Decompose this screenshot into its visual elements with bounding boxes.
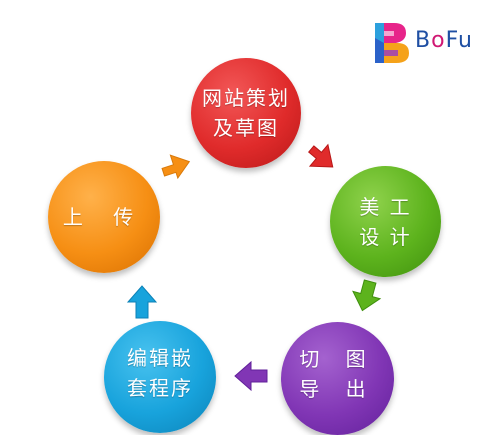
node-coding: 编辑嵌 套程序 xyxy=(104,321,216,433)
node-design: 美 工 设 计 xyxy=(330,166,441,277)
node-slicing: 切 图 导 出 xyxy=(281,322,394,435)
node-planning-line1: 网站策划 xyxy=(202,86,290,110)
node-upload-line1: 上 传 xyxy=(62,205,146,229)
arrow-to-design-icon xyxy=(307,143,334,168)
node-design-line1: 美 工 xyxy=(359,194,412,219)
arrow-to-slicing-icon xyxy=(352,279,382,312)
arrow-to-planning-icon xyxy=(161,154,191,180)
node-planning-line2: 及草图 xyxy=(213,116,279,140)
node-slicing-line2: 导 出 xyxy=(299,377,376,401)
node-coding-line2: 套程序 xyxy=(127,376,193,400)
arrow-to-coding-icon xyxy=(234,360,268,392)
node-planning: 网站策划 及草图 xyxy=(191,58,301,168)
bofu-logo-text: BoFu xyxy=(415,28,473,53)
bofu-logo: BoFu xyxy=(372,20,490,66)
arrow-to-upload-icon xyxy=(126,285,158,319)
flow-diagram: BoFu 网站策划 及草图 美 工 设 计 切 图 导 出 编辑嵌 套程序 上 … xyxy=(48,20,490,435)
node-design-line2: 设 计 xyxy=(359,224,412,249)
bofu-logo-icon xyxy=(375,23,409,63)
node-slicing-line1: 切 图 xyxy=(299,347,376,371)
node-upload: 上 传 xyxy=(48,161,160,273)
node-coding-line1: 编辑嵌 xyxy=(127,346,193,370)
